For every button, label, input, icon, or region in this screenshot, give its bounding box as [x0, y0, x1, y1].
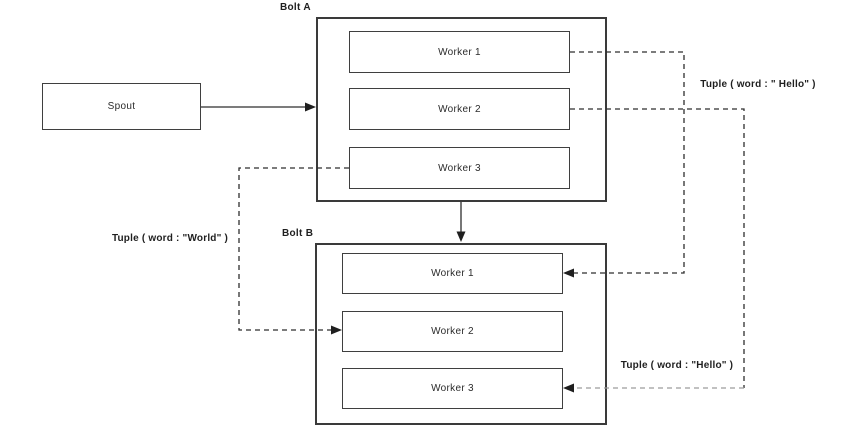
- bolt-b-worker-3: Worker 3: [342, 368, 563, 409]
- edge-label-tuple-hello-top: Tuple ( word : " Hello" ): [700, 79, 816, 90]
- bolt-a-label: Bolt A: [280, 2, 311, 13]
- bolt-b-worker-2: Worker 2: [342, 311, 563, 352]
- bolt-a-worker-3-label: Worker 3: [438, 162, 481, 174]
- bolt-b-worker-1-label: Worker 1: [431, 268, 474, 279]
- arrowhead-bolt-a-to-bolt-b: [456, 231, 466, 242]
- bolt-a-worker-2-label: Worker 2: [438, 103, 481, 115]
- bolt-b-worker-3-label: Worker 3: [431, 383, 474, 394]
- bolt-b-worker-1: Worker 1: [342, 253, 563, 294]
- edge-label-tuple-hello-bottom: Tuple ( word : "Hello" ): [620, 360, 734, 371]
- bolt-a-worker-1: Worker 1: [349, 31, 570, 73]
- bolt-a-worker-2: Worker 2: [349, 88, 570, 130]
- spout-label: Spout: [107, 101, 136, 112]
- edge-label-tuple-world: Tuple ( word : "World" ): [111, 233, 229, 244]
- arrowhead-spout-to-bolt-a: [305, 102, 316, 112]
- spout-node: Spout: [42, 83, 201, 130]
- bolt-b-worker-2-label: Worker 2: [431, 326, 474, 337]
- bolt-a-worker-3: Worker 3: [349, 147, 570, 189]
- bolt-b-label: Bolt B: [282, 228, 314, 239]
- bolt-a-worker-1-label: Worker 1: [438, 46, 481, 58]
